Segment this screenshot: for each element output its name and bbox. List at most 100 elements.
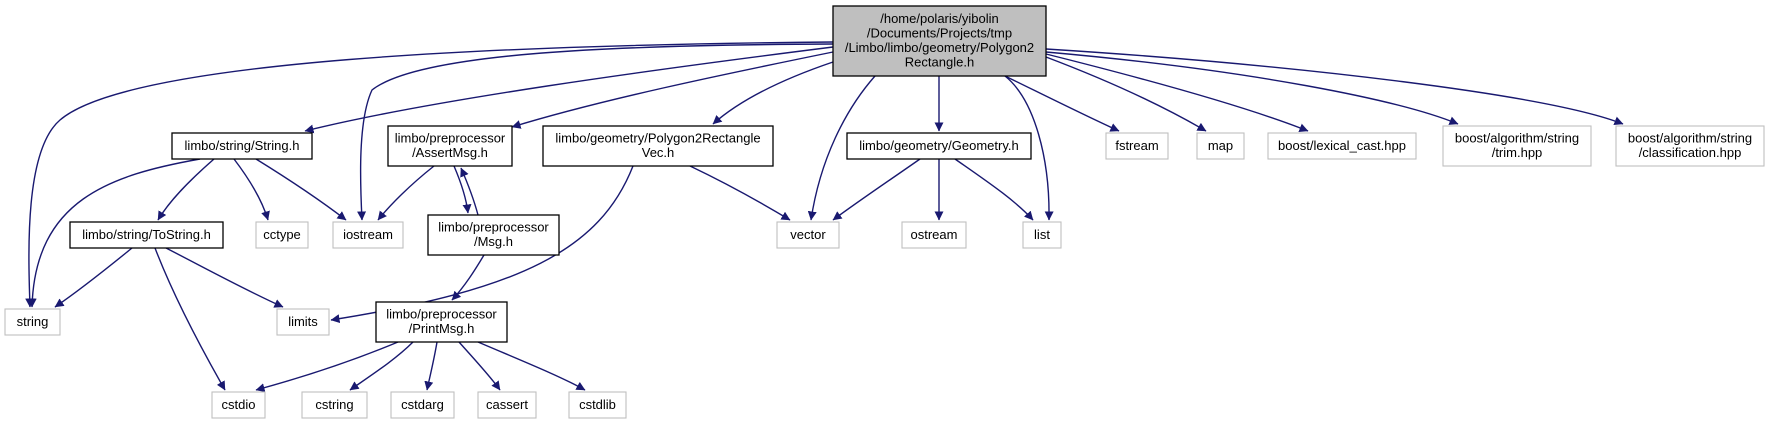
edge-printmsg_h-to-cassert: [458, 341, 501, 391]
edge-root-to-classification: [1045, 48, 1624, 126]
node-geometry_h[interactable]: limbo/geometry/Geometry.h: [846, 132, 1032, 160]
node-box-cstdio: [211, 391, 266, 419]
node-box-iostream: [332, 221, 404, 249]
node-label-lexical_cast: boost/lexical_cast.hpp: [1278, 138, 1406, 153]
node-box-map: [1196, 132, 1245, 160]
node-label-classification: boost/algorithm/string: [1628, 131, 1752, 146]
node-cctype[interactable]: cctype: [255, 221, 309, 249]
edge-root-to-p2rv_h: [712, 61, 834, 125]
node-limits[interactable]: limits: [276, 308, 330, 336]
node-label-msg_h: /Msg.h: [474, 234, 513, 249]
node-label-assertmsg_h: limbo/preprocessor: [395, 131, 506, 146]
node-label-classification: /classification.hpp: [1639, 145, 1742, 160]
edge-root-to-trim: [1045, 51, 1459, 125]
edge-printmsg_h-to-cstdio: [255, 341, 399, 393]
edge-string_h-to-string: [27, 158, 201, 308]
node-string[interactable]: string: [4, 308, 61, 336]
node-label-printmsg_h: limbo/preprocessor: [386, 307, 497, 322]
node-label-iostream: iostream: [343, 227, 393, 242]
node-fstream[interactable]: fstream: [1105, 132, 1169, 160]
node-label-root: Rectangle.h: [905, 55, 974, 70]
node-label-msg_h: limbo/preprocessor: [438, 220, 549, 235]
node-printmsg_h[interactable]: limbo/preprocessor/PrintMsg.h: [375, 301, 508, 343]
edge-root-to-map: [1045, 56, 1207, 132]
node-string_h[interactable]: limbo/string/String.h: [171, 132, 313, 160]
node-box-cstdlib: [568, 391, 627, 419]
node-box-lexical_cast: [1267, 132, 1417, 160]
edge-string_h-to-cctype: [233, 158, 270, 221]
node-label-cassert: cassert: [486, 397, 528, 412]
node-map[interactable]: map: [1196, 132, 1245, 160]
node-label-map: map: [1208, 138, 1233, 153]
node-box-cctype: [255, 221, 309, 249]
node-label-cstdlib: cstdlib: [579, 397, 616, 412]
node-label-p2rv_h: limbo/geometry/Polygon2Rectangle: [555, 131, 760, 146]
edge-root-to-assertmsg_h: [511, 51, 834, 129]
edge-msg_h-to-printmsg_h: [451, 254, 485, 301]
edge-root-to-string: [25, 41, 834, 308]
node-label-root: /home/polaris/yibolin: [880, 11, 999, 26]
node-box-cstdarg: [390, 391, 455, 419]
edge-string_h-to-iostream: [255, 158, 347, 221]
node-lexical_cast[interactable]: boost/lexical_cast.hpp: [1267, 132, 1417, 160]
node-box-msg_h: [427, 214, 560, 256]
edge-geometry_h-to-vector: [832, 158, 921, 221]
edge-root-to-string_h: [304, 46, 834, 134]
node-box-string: [4, 308, 61, 336]
node-label-string_h: limbo/string/String.h: [185, 138, 300, 153]
node-cstdlib[interactable]: cstdlib: [568, 391, 627, 419]
node-box-ostream: [901, 221, 967, 249]
node-cstdarg[interactable]: cstdarg: [390, 391, 455, 419]
edge-tostring_h-to-limits: [165, 247, 284, 308]
node-assertmsg_h[interactable]: limbo/preprocessor/AssertMsg.h: [387, 125, 513, 167]
node-box-cassert: [477, 391, 537, 419]
node-box-root: [832, 5, 1047, 77]
edge-msg_h-to-assertmsg_h: [460, 167, 479, 216]
node-box-limits: [276, 308, 330, 336]
edge-root-to-lexical_cast: [1045, 53, 1309, 133]
node-label-cctype: cctype: [263, 227, 301, 242]
node-label-geometry_h: limbo/geometry/Geometry.h: [859, 138, 1018, 153]
edge-root-to-fstream: [1004, 75, 1120, 132]
node-cassert[interactable]: cassert: [477, 391, 537, 419]
edge-root-to-vector: [807, 75, 876, 221]
node-cstring[interactable]: cstring: [301, 391, 368, 419]
edge-assertmsg_h-to-msg_h: [453, 165, 472, 214]
node-box-cstring: [301, 391, 368, 419]
node-label-cstring: cstring: [315, 397, 353, 412]
node-box-classification: [1615, 125, 1765, 167]
edge-printmsg_h-to-cstdlib: [477, 341, 586, 391]
node-classification[interactable]: boost/algorithm/string/classification.hp…: [1615, 125, 1765, 167]
node-box-fstream: [1105, 132, 1169, 160]
node-trim[interactable]: boost/algorithm/string/trim.hpp: [1442, 125, 1592, 167]
node-label-string: string: [17, 314, 49, 329]
node-label-root: /Limbo/limbo/geometry/Polygon2: [845, 40, 1034, 55]
edge-p2rv_h-to-vector: [689, 165, 791, 221]
node-iostream[interactable]: iostream: [332, 221, 404, 249]
node-list[interactable]: list: [1022, 221, 1062, 249]
node-box-string_h: [171, 132, 313, 160]
node-label-trim: /trim.hpp: [1492, 145, 1543, 160]
edge-tostring_h-to-string: [54, 247, 133, 308]
node-label-assertmsg_h: /AssertMsg.h: [412, 145, 488, 160]
node-box-assertmsg_h: [387, 125, 513, 167]
node-ostream[interactable]: ostream: [901, 221, 967, 249]
edge-printmsg_h-to-cstdarg: [424, 341, 438, 391]
edge-printmsg_h-to-cstring: [349, 341, 414, 391]
node-box-p2rv_h: [542, 125, 774, 167]
node-root[interactable]: /home/polaris/yibolin/Documents/Projects…: [832, 5, 1047, 77]
node-label-vector: vector: [790, 227, 826, 242]
node-label-tostring_h: limbo/string/ToString.h: [82, 227, 211, 242]
node-msg_h[interactable]: limbo/preprocessor/Msg.h: [427, 214, 560, 256]
node-box-vector: [776, 221, 840, 249]
node-tostring_h[interactable]: limbo/string/ToString.h: [69, 221, 224, 249]
node-vector[interactable]: vector: [776, 221, 840, 249]
node-cstdio[interactable]: cstdio: [211, 391, 266, 419]
node-label-root: /Documents/Projects/tmp: [867, 26, 1012, 41]
node-label-limits: limits: [288, 314, 318, 329]
node-box-printmsg_h: [375, 301, 508, 343]
node-label-printmsg_h: /PrintMsg.h: [409, 321, 475, 336]
node-label-p2rv_h: Vec.h: [642, 145, 675, 160]
